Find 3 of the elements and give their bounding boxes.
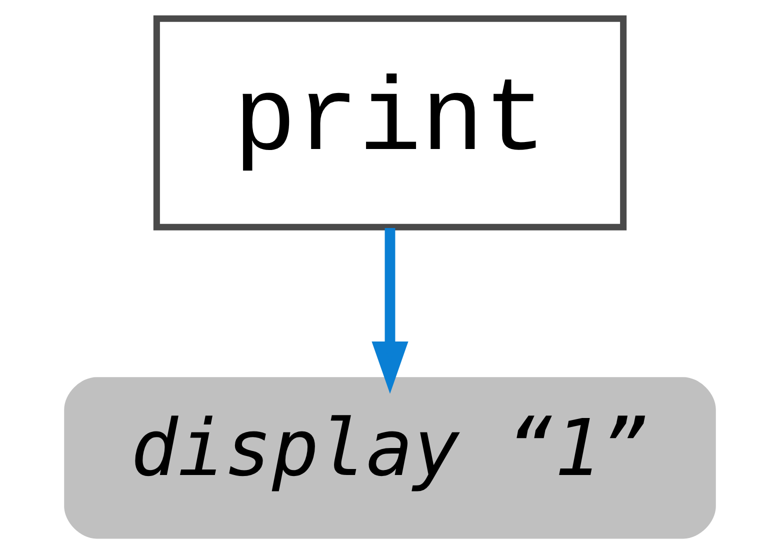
node-box: print <box>153 15 627 230</box>
arrow <box>372 228 408 394</box>
node-box: display “1” <box>64 377 716 539</box>
